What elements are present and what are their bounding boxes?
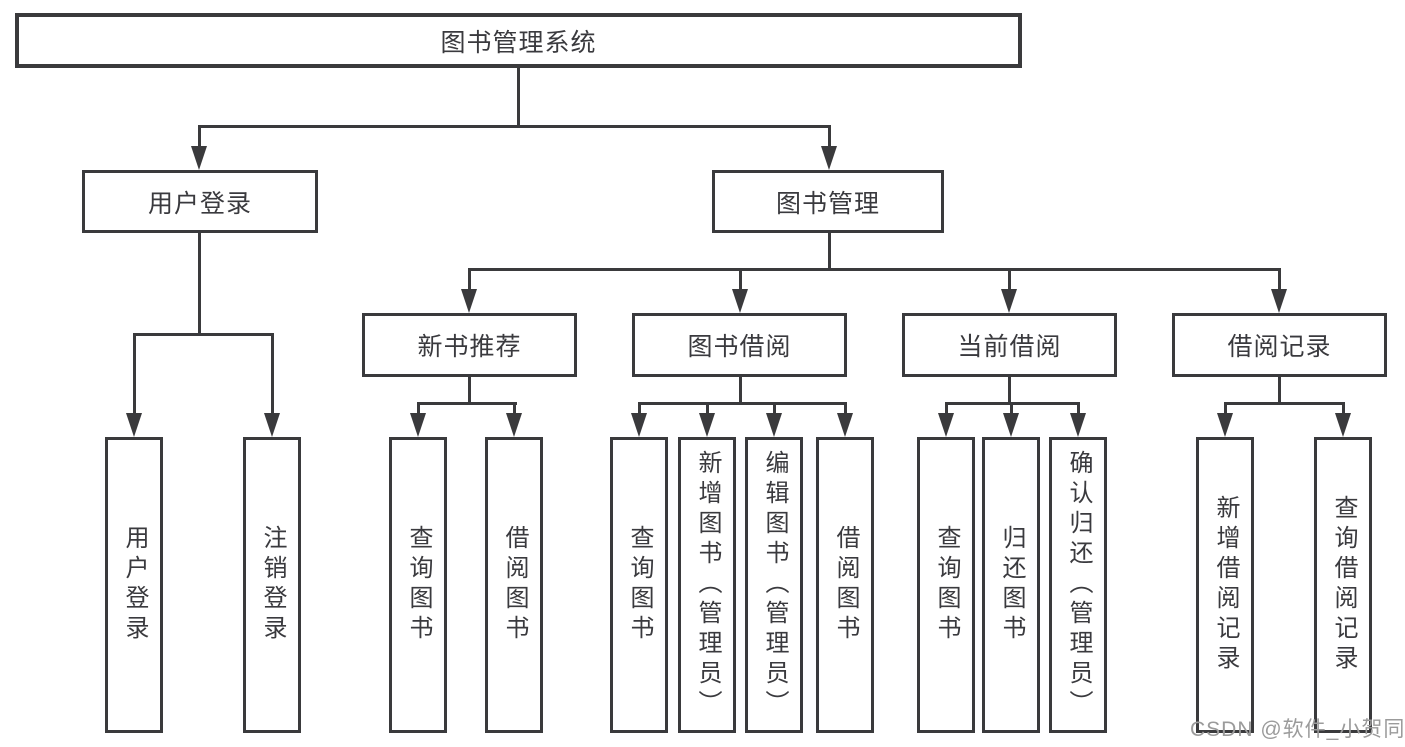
arrow-head [410,413,426,437]
node-book-management: 图书管理 [712,170,944,233]
node-new-book-recommend-label: 新书推荐 [417,333,522,361]
leaf-nb-query-books-label: 查询图书 [405,525,432,645]
leaf-bb-add-books-admin-label: 新增图书（管理员） [694,450,721,720]
connector-line [828,125,831,151]
connector-line [417,402,420,415]
arrow-head [766,413,782,437]
arrow-head [1335,413,1351,437]
connector-line [1008,268,1011,291]
connector-line [468,375,471,405]
connector-line [133,333,136,415]
connector-line [1077,402,1080,415]
node-user-login: 用户登录 [82,170,318,233]
leaf-cb-confirm-return-admin-label: 确认归还（管理员） [1065,450,1092,720]
arrow-head [837,413,853,437]
leaf-bb-edit-books-admin-label: 编辑图书（管理员） [761,450,788,720]
connector-line [638,402,641,415]
connector-line [513,402,516,415]
node-book-borrow: 图书借阅 [632,313,847,377]
connector-line [739,375,742,405]
arrow-head [191,146,207,170]
connector-line [271,333,274,415]
node-root: 图书管理系统 [15,13,1022,68]
leaf-bb-query-books-label: 查询图书 [626,525,653,645]
node-new-book-recommend: 新书推荐 [362,313,577,377]
connector-line [828,231,831,271]
arrow-head [699,413,715,437]
node-root-label: 图书管理系统 [440,28,597,57]
arrow-head [126,413,142,437]
connector-line [1008,375,1011,405]
connector-line [1278,375,1281,405]
connector-line [198,231,201,336]
leaf-bb-add-books-admin: 新增图书（管理员） [678,437,736,733]
arrow-head [1001,289,1017,313]
arrow-head [631,413,647,437]
leaf-br-add-borrow-record-label: 新增借阅记录 [1212,495,1239,675]
arrow-head [1271,289,1287,313]
leaf-br-query-borrow-record: 查询借阅记录 [1314,437,1372,733]
leaf-cb-return-books-label: 归还图书 [998,525,1025,645]
connector-line [198,125,201,151]
connector-line [417,402,517,405]
arrow-head [264,413,280,437]
leaf-cb-query-books: 查询图书 [917,437,975,733]
arrow-head [821,146,837,170]
connector-line [739,268,742,291]
arrow-head [1003,413,1019,437]
connector-line [844,402,847,415]
arrow-head [506,413,522,437]
leaf-cb-return-books: 归还图书 [982,437,1040,733]
leaf-nb-borrow-books-label: 借阅图书 [501,525,528,645]
arrow-head [938,413,954,437]
connector-line [706,402,709,415]
connector-line [1224,402,1345,405]
node-book-borrow-label: 图书借阅 [687,333,792,361]
node-user-login-label: 用户登录 [147,189,252,218]
connector-line [945,402,948,415]
node-current-borrow: 当前借阅 [902,313,1117,377]
leaf-user-login-label: 用户登录 [121,525,148,645]
leaf-logout-login-label: 注销登录 [259,525,286,645]
connector-line [638,402,847,405]
connector-line [198,125,831,128]
leaf-cb-confirm-return-admin: 确认归还（管理员） [1049,437,1107,733]
connector-line [1342,402,1345,415]
node-borrow-records-label: 借阅记录 [1227,333,1332,361]
arrow-head [732,289,748,313]
connector-line [517,66,520,127]
connector-line [773,402,776,415]
leaf-nb-borrow-books: 借阅图书 [485,437,543,733]
leaf-bb-edit-books-admin: 编辑图书（管理员） [745,437,803,733]
leaf-bb-query-books: 查询图书 [610,437,668,733]
leaf-br-add-borrow-record: 新增借阅记录 [1196,437,1254,733]
leaf-logout-login: 注销登录 [243,437,301,733]
leaf-bb-borrow-books: 借阅图书 [816,437,874,733]
node-current-borrow-label: 当前借阅 [957,333,1062,361]
leaf-user-login: 用户登录 [105,437,163,733]
leaf-bb-borrow-books-label: 借阅图书 [832,525,859,645]
node-book-management-label: 图书管理 [775,189,880,218]
leaf-br-query-borrow-record-label: 查询借阅记录 [1330,495,1357,675]
arrow-head [1217,413,1233,437]
node-borrow-records: 借阅记录 [1172,313,1387,377]
arrow-head [1070,413,1086,437]
leaf-nb-query-books: 查询图书 [389,437,447,733]
connector-line [1224,402,1227,415]
connector-line [468,268,1281,271]
connector-line [1010,402,1013,415]
watermark: CSDN @软件_小贺同学 [1190,718,1405,741]
leaf-cb-query-books-label: 查询图书 [933,525,960,645]
connector-line [1278,268,1281,291]
arrow-head [461,289,477,313]
connector-line [468,268,471,291]
connector-line [133,333,273,336]
